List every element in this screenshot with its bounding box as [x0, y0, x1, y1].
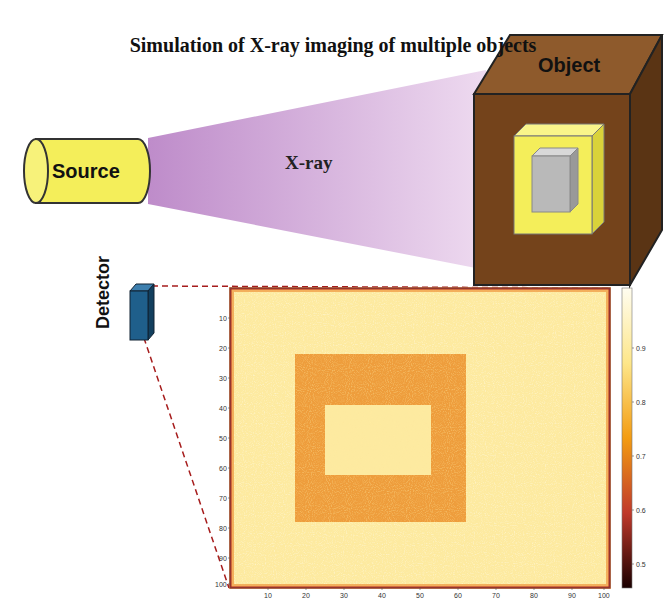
axis-tick-label: 0.5	[636, 561, 646, 568]
tick-mark	[632, 402, 634, 403]
axis-tick-label: 30	[219, 375, 227, 382]
box-front	[474, 94, 630, 285]
tick-mark	[228, 498, 230, 499]
detector-box: Detector	[130, 283, 154, 341]
axis-tick-label: 70	[219, 495, 227, 502]
tick-mark	[604, 588, 605, 590]
image-edge	[231, 289, 610, 588]
cylinder-body	[36, 139, 150, 203]
image-noise	[230, 288, 610, 588]
node-label: Object	[538, 55, 600, 75]
axis-tick-label: 100	[598, 592, 610, 599]
beam-label: X-ray	[285, 153, 332, 172]
tick-mark	[268, 588, 269, 590]
tick-mark	[228, 558, 230, 559]
axis-tick-label: 20	[219, 345, 227, 352]
tick-mark	[632, 510, 634, 511]
axis-tick-label: 70	[492, 592, 500, 599]
image-edge	[232, 290, 609, 587]
tick-mark	[632, 456, 634, 457]
source-cylinder: Source	[22, 136, 152, 206]
image-background	[230, 288, 610, 588]
tick-mark	[632, 348, 634, 349]
core-box-side	[570, 148, 578, 212]
box-side	[630, 35, 662, 285]
axis-tick-label: 40	[219, 405, 227, 412]
tick-mark	[228, 438, 230, 439]
axis-tick-label: 40	[378, 592, 386, 599]
detector-front	[130, 291, 148, 340]
tick-mark	[228, 584, 230, 585]
image-frame	[230, 288, 610, 588]
axis-tick-label: 60	[454, 592, 462, 599]
axis-tick-label: 10	[219, 315, 227, 322]
tick-mark	[632, 564, 634, 565]
axis-tick-label: 0.7	[636, 453, 646, 460]
node-label: Detector	[94, 256, 112, 329]
tick-mark	[228, 528, 230, 529]
colorbar	[622, 288, 632, 588]
ring-noise	[295, 354, 466, 522]
axis-tick-label: 60	[219, 465, 227, 472]
axis-tick-label: 10	[264, 592, 272, 599]
cylinder-cap	[24, 139, 48, 203]
axis-tick-label: 0.9	[636, 345, 646, 352]
leader-line	[131, 300, 229, 588]
inner-box-side	[592, 124, 604, 234]
tick-mark	[228, 348, 230, 349]
axis-tick-label: 0.6	[636, 507, 646, 514]
axis-tick-label: 20	[302, 592, 310, 599]
tick-mark	[420, 588, 421, 590]
axis-tick-label: 90	[568, 592, 576, 599]
tick-mark	[306, 588, 307, 590]
axis-tick-label: 100	[215, 581, 227, 588]
tick-mark	[458, 588, 459, 590]
tick-mark	[572, 588, 573, 590]
axis-tick-label: 50	[416, 592, 424, 599]
axis-tick-label: 30	[340, 592, 348, 599]
object-box: Object	[474, 32, 664, 292]
axis-tick-label: 80	[530, 592, 538, 599]
xray-beam	[148, 70, 486, 270]
detector-box-outline	[130, 283, 154, 341]
node-label: Source	[52, 161, 120, 181]
tick-mark	[228, 318, 230, 319]
inner-box-front	[514, 136, 592, 234]
axis-tick-label: 90	[219, 555, 227, 562]
tick-mark	[496, 588, 497, 590]
tick-mark	[228, 408, 230, 409]
detector-side	[148, 284, 154, 340]
axis-tick-label: 80	[219, 525, 227, 532]
axis-tick-label: 0.8	[636, 399, 646, 406]
xray-cone	[148, 70, 486, 270]
outer-ring	[295, 354, 466, 522]
tick-mark	[534, 588, 535, 590]
tick-mark	[228, 378, 230, 379]
image-noise	[230, 288, 610, 588]
inner-box-top	[514, 124, 604, 136]
core-box-front	[532, 156, 570, 212]
diagram-title: Simulation of X-ray imaging of multiple …	[0, 34, 666, 57]
axis-tick-label: 50	[219, 435, 227, 442]
tick-mark	[344, 588, 345, 590]
tick-mark	[228, 468, 230, 469]
tick-mark	[382, 588, 383, 590]
